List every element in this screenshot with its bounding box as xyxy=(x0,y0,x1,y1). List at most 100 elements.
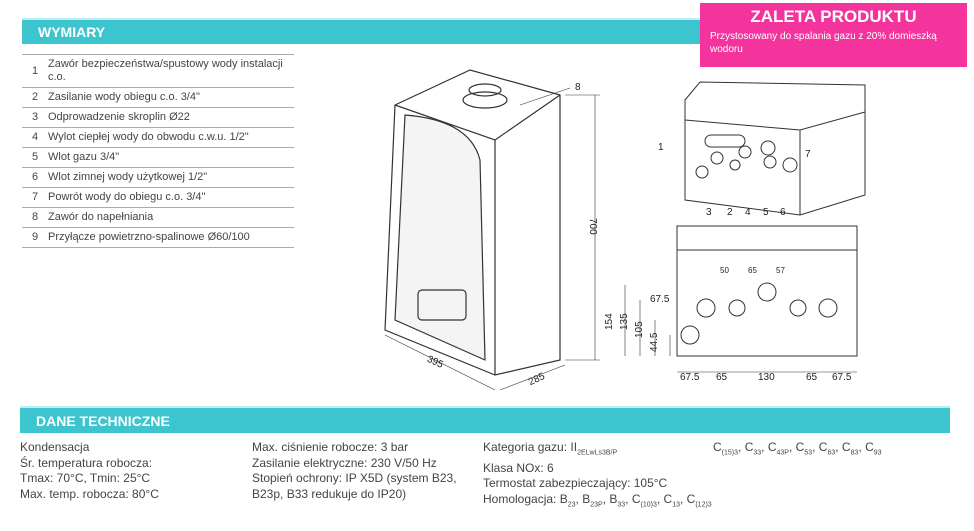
dim-width: 395 xyxy=(425,354,445,371)
homolog-code: B23P, xyxy=(582,491,610,509)
legend-item: 9 Przyłącze powietrzno-spalinowe Ø60/100 xyxy=(22,228,294,248)
dim-label: 135 xyxy=(619,313,630,330)
code-sub: 23 xyxy=(567,501,576,509)
code-sub: (12)3 xyxy=(695,501,712,509)
legend-item: 6 Wlot zimnej wody użytkowej 1/2" xyxy=(22,168,294,188)
dim-label: 65 xyxy=(748,266,757,275)
tech-line: Tmax: 70°C, Tmin: 25°C xyxy=(20,471,151,485)
code-letter: C xyxy=(818,440,828,454)
legend-label: Zawór do napełniania xyxy=(48,211,154,223)
code-letter: C xyxy=(686,491,696,506)
legend-item: 3 Odprowadzenie skroplin Ø22 xyxy=(22,108,294,128)
dim-label: 154 xyxy=(604,313,615,330)
dim-label: 65 xyxy=(806,372,818,383)
legend-number: 6 xyxy=(31,171,39,183)
dim-depth: 285 xyxy=(527,371,547,388)
tech-line: Kondensacja xyxy=(20,440,90,454)
callout-label: 5 xyxy=(763,207,769,218)
section-title: DANE TECHNICZNE xyxy=(36,412,170,429)
code-letter: C xyxy=(713,440,722,454)
homolog-code: C63, xyxy=(818,440,842,457)
legend-label: Odprowadzenie skroplin Ø22 xyxy=(48,111,190,123)
dim-label: 57 xyxy=(776,266,785,275)
homolog-code: C93 xyxy=(865,440,882,457)
code-letter: C xyxy=(865,440,874,454)
boiler-front-view xyxy=(684,81,866,216)
legend-label: Przyłącze powietrzno-spalinowe Ø60/100 xyxy=(48,231,250,243)
gas-category: Kategoria gazu: II2ELwLs3B/P xyxy=(483,440,712,461)
tech-line: B23p, B33 redukuje do IP20) xyxy=(252,486,407,501)
legend-number: 7 xyxy=(31,191,39,203)
tech-col-2: Max. ciśnienie robocze: 3 bar Zasilanie … xyxy=(252,440,457,502)
tech-col-3: Kategoria gazu: II2ELwLs3B/P Klasa NOx: … xyxy=(483,440,712,513)
homolog-label: Homologacja: xyxy=(483,491,560,506)
dim-label: 105 xyxy=(634,321,645,338)
code-letter: B xyxy=(609,491,618,506)
dim-height: 700 xyxy=(587,218,598,235)
tech-line: Zasilanie elektryczne: 230 V/50 Hz xyxy=(252,455,437,470)
code-sub: 13 xyxy=(672,501,680,509)
nox-class: Klasa NOx: 6 xyxy=(483,460,554,475)
promo-title: ZALETA PRODUKTU xyxy=(750,7,917,26)
code-sub: (15)3 xyxy=(721,449,739,457)
code-letter: C xyxy=(631,491,641,506)
section-header-dane-techniczne: DANE TECHNICZNE xyxy=(20,406,950,433)
homolog-codes-c: C(15)3, C33, C43P, C53, C63, C83, C93 xyxy=(713,440,882,457)
code-sub: 53 xyxy=(804,449,813,457)
thermostat: Termostat zabezpieczający: 105°C xyxy=(483,476,668,491)
callout-label: 2 xyxy=(727,207,733,218)
legend-number: 4 xyxy=(31,131,39,143)
section-title: WYMIARY xyxy=(38,24,106,40)
code-letter: C xyxy=(744,440,754,454)
legend-number: 9 xyxy=(31,231,39,243)
homolog-code: C53, xyxy=(795,440,819,457)
boiler-bottom-view xyxy=(624,225,858,373)
callout-label: 6 xyxy=(780,207,786,218)
code-sub: 23P xyxy=(590,501,603,509)
gas-sub: 2ELwLs3B/P xyxy=(577,449,618,457)
code-letter: B xyxy=(559,491,568,506)
homolog-code: C(15)3, xyxy=(713,440,745,457)
homologation: Homologacja: B23, B23P, B33, C(10)3, C13… xyxy=(483,492,712,513)
tech-line: Max. temp. robocza: 80°C xyxy=(20,486,159,501)
code-sub: 93 xyxy=(873,449,882,457)
homolog-code: C(12)3 xyxy=(686,491,712,509)
homolog-code: B33, xyxy=(609,491,632,509)
code-letter: C xyxy=(841,440,851,454)
callout-label: 3 xyxy=(706,207,712,218)
code-letter: B xyxy=(582,491,591,506)
code-letter: C xyxy=(795,440,805,454)
tech-line: Stopień ochrony: IP X5D (system B23, xyxy=(252,471,457,485)
legend-label: Zasilanie wody obiegu c.o. 3/4" xyxy=(48,91,200,103)
tech-line: Max. ciśnienie robocze: 3 bar xyxy=(252,440,409,454)
callout-label: 7 xyxy=(805,149,811,160)
homolog-code: B23, xyxy=(559,491,583,509)
section-header-wymiary: WYMIARY xyxy=(22,18,712,44)
homolog-code: C33, xyxy=(744,440,768,457)
code-sub: (10)3 xyxy=(640,501,657,509)
callout-8: 8 xyxy=(575,82,581,93)
dim-label: 44.5 xyxy=(649,332,660,352)
gas-label: Kategoria gazu: II xyxy=(483,440,578,454)
code-letter: C xyxy=(767,440,777,454)
dim-label: 67.5 xyxy=(832,372,852,383)
code-sub: 33 xyxy=(753,449,762,457)
dim-label: 50 xyxy=(720,266,729,275)
legend-number: 5 xyxy=(31,151,39,163)
tech-col-4: C(15)3, C33, C43P, C53, C63, C83, C93 xyxy=(713,440,882,461)
callout-label: 4 xyxy=(745,207,751,218)
product-advantage-box: ZALETA PRODUKTU Przystosowany do spalani… xyxy=(700,3,967,67)
boiler-3d-view xyxy=(384,69,600,391)
legend-number: 3 xyxy=(31,111,39,123)
legend-label: Wlot zimnej wody użytkowej 1/2" xyxy=(48,171,208,183)
code-sub: 43P xyxy=(776,449,789,457)
code-sub: 63 xyxy=(827,449,836,457)
